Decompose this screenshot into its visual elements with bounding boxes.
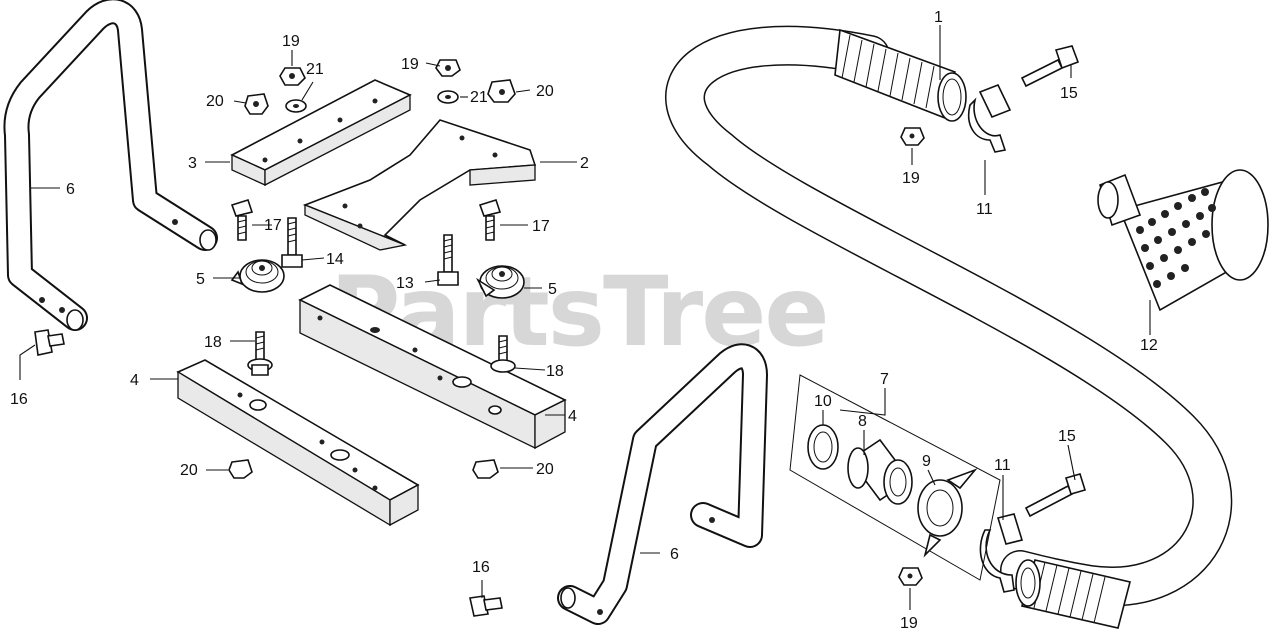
strainer-holes	[1136, 188, 1216, 288]
hose-nut-9	[917, 468, 978, 558]
callout-21-b: 21	[470, 89, 488, 106]
callout-4-upper: 4	[568, 408, 577, 425]
callout-7: 7	[880, 371, 889, 388]
callout-6-bottom: 6	[670, 546, 679, 563]
callout-5-left: 5	[196, 271, 205, 288]
callout-5-right: 5	[548, 281, 557, 298]
callout-14: 14	[326, 251, 344, 268]
callout-12: 12	[1140, 337, 1158, 354]
callout-20-b: 20	[536, 83, 554, 100]
hose-clamp-bottom	[979, 513, 1024, 593]
callout-17-right: 17	[532, 218, 550, 235]
callout-11-bottom: 11	[994, 457, 1011, 474]
nut-20-a	[244, 93, 269, 115]
spring-mount-right	[476, 265, 525, 299]
hose-clamp-top	[968, 83, 1012, 153]
callout-2: 2	[580, 155, 589, 172]
handle-frame-bottom	[557, 343, 768, 625]
callout-19-d: 19	[900, 615, 918, 632]
hose-corrugation-bottom	[1015, 559, 1131, 629]
callout-4-lower: 4	[130, 372, 139, 389]
bolt-14	[281, 217, 303, 268]
bracket-3	[230, 79, 412, 187]
callout-13: 13	[396, 275, 414, 292]
callout-3: 3	[188, 155, 197, 172]
callout-10: 10	[814, 393, 832, 410]
leader-lines	[19, 25, 1151, 610]
callout-6-left: 6	[66, 181, 75, 198]
callout-19-c: 19	[902, 170, 920, 187]
suction-hose	[665, 25, 1233, 629]
bolt-18-right	[490, 335, 516, 373]
washer-21-a	[285, 99, 307, 113]
hose-fitting-8	[847, 438, 913, 505]
callout-11-top: 11	[976, 201, 993, 218]
bolt-15-bottom	[1024, 473, 1087, 518]
washer-21-b	[437, 90, 459, 104]
nut-20-b	[487, 79, 516, 103]
spring-mount-left	[230, 259, 285, 293]
callout-21-a: 21	[306, 61, 324, 78]
bolt-15-top	[1020, 45, 1080, 88]
callout-9: 9	[922, 453, 931, 470]
callout-18-left: 18	[204, 334, 222, 351]
nut-19-b	[435, 59, 461, 77]
bolt-16-left	[34, 329, 65, 356]
callout-20-c: 20	[180, 462, 198, 479]
nut-20-c	[228, 459, 253, 479]
hose-corrugation-top	[834, 28, 967, 122]
callout-19-b: 19	[401, 56, 419, 73]
callout-19-a: 19	[282, 33, 300, 50]
callout-labels: 1 2 3 4 4 5 5 6 6 7 8 9 10 11 11 12 13 1…	[10, 9, 1158, 632]
rail-4-upper	[298, 284, 567, 450]
bolt-18-left	[247, 331, 273, 376]
gasket-10	[807, 424, 839, 470]
callout-20-d: 20	[536, 461, 554, 478]
nut-19-d	[898, 567, 923, 586]
nut-20-d	[472, 459, 499, 479]
callout-15-top: 15	[1060, 85, 1078, 102]
strainer	[1097, 169, 1269, 312]
callout-18-right: 18	[546, 363, 564, 380]
rail-4-lower	[176, 359, 420, 527]
bolt-13	[437, 234, 459, 286]
callout-20-a: 20	[206, 93, 224, 110]
callout-8: 8	[858, 413, 867, 430]
callout-17-left: 17	[264, 217, 282, 234]
callout-1: 1	[934, 9, 943, 26]
callout-16-left: 16	[10, 391, 28, 408]
bolt-16-bottom	[469, 595, 503, 617]
bolt-17-right	[478, 199, 502, 241]
callout-16-bottom: 16	[472, 559, 490, 576]
nut-19-c	[900, 127, 925, 146]
callout-15-bottom: 15	[1058, 428, 1076, 445]
bracket-2	[302, 119, 537, 251]
nut-19-a	[279, 67, 306, 86]
coupling-kit-box	[789, 374, 1001, 581]
bolt-17-left	[230, 199, 254, 241]
handle-frame-left	[3, 0, 218, 331]
